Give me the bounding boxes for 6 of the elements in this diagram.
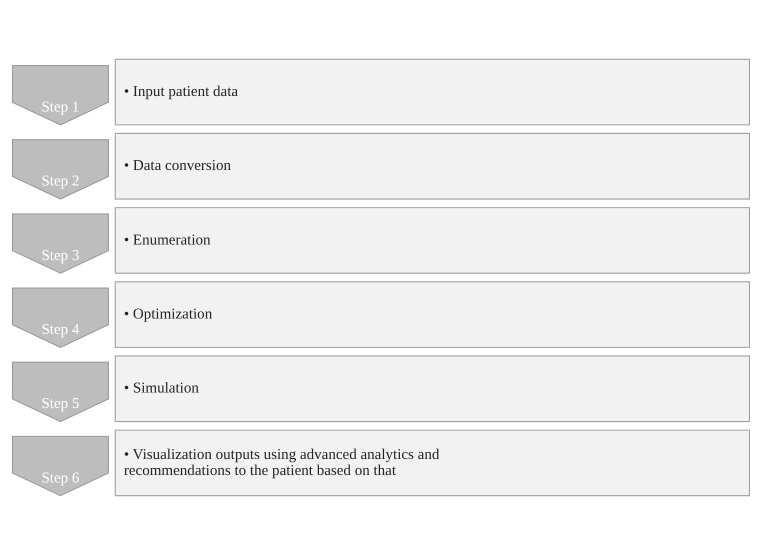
node-box: • Optimization <box>114 281 750 348</box>
node-box: • Enumeration <box>114 207 750 274</box>
node-box: • Visualization outputs using advanced analytics and recommendations to the patient based on that <box>114 430 750 496</box>
node-box: • Data conversion <box>114 132 750 200</box>
node-box: • Input patient data <box>114 58 750 126</box>
node-box: • Simulation <box>114 355 750 422</box>
